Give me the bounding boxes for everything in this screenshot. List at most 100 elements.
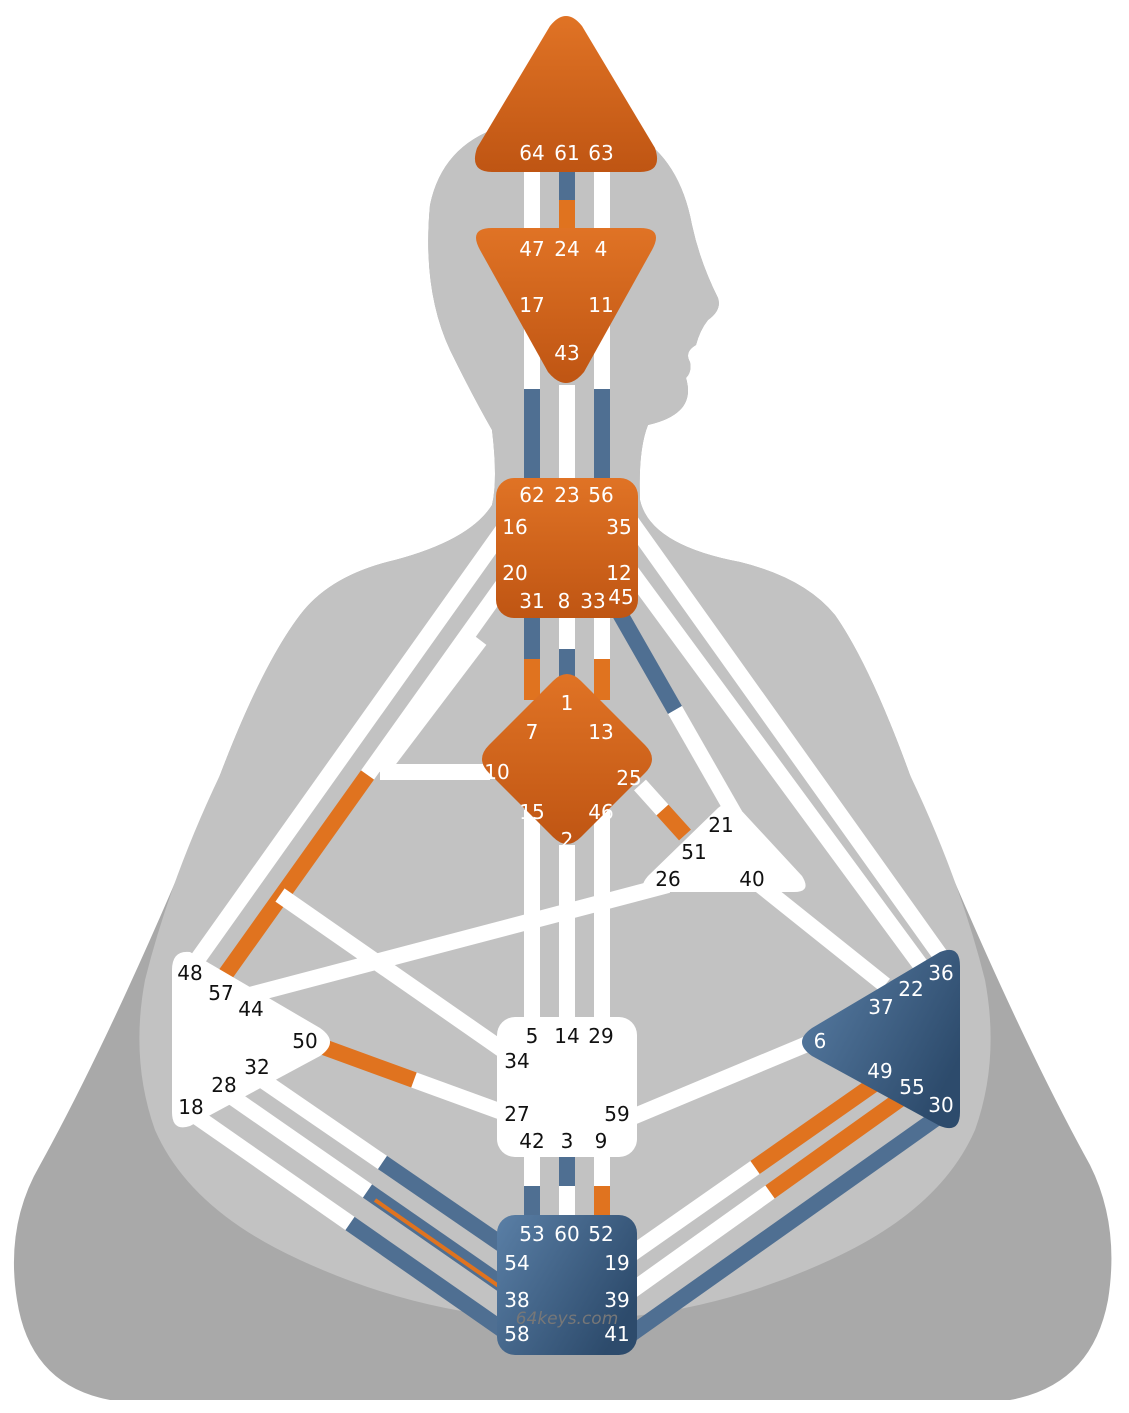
- sacral-center[interactable]: [497, 1017, 637, 1157]
- channel-49-19[interactable]: [625, 1073, 885, 1262]
- channel-12-22[interactable]: [623, 565, 937, 983]
- channel-55-39[interactable]: [625, 1085, 915, 1299]
- throat-gate-45[interactable]: 45: [608, 585, 633, 609]
- g-center[interactable]: [482, 674, 652, 844]
- channel-10-20-segment: [373, 635, 487, 777]
- solar-plexus-gate-6[interactable]: 6: [814, 1029, 827, 1053]
- ajna-gate-47[interactable]: 47: [519, 237, 544, 261]
- channel-30-41[interactable]: [625, 1105, 950, 1342]
- root-gate-38[interactable]: 38: [504, 1288, 529, 1312]
- spleen-gate-50[interactable]: 50: [292, 1029, 317, 1053]
- spleen-gate-48[interactable]: 48: [177, 961, 202, 985]
- throat-gate-16[interactable]: 16: [502, 515, 527, 539]
- spleen-gate-44[interactable]: 44: [238, 997, 263, 1021]
- channel-6-59[interactable]: [626, 1034, 816, 1126]
- ajna-gate-43[interactable]: 43: [554, 341, 579, 365]
- throat-gate-33[interactable]: 33: [580, 589, 605, 613]
- channel-28-38[interactable]: [220, 1085, 515, 1297]
- channel-32-54[interactable]: [250, 1068, 515, 1257]
- channel-35-36[interactable]: [623, 515, 952, 967]
- solar-plexus-center[interactable]: [802, 949, 960, 1129]
- spleen-gate-57[interactable]: 57: [208, 981, 233, 1005]
- g-gate-2[interactable]: 2: [561, 828, 574, 852]
- root-gate-39[interactable]: 39: [604, 1288, 629, 1312]
- channel-16-48[interactable]: [183, 515, 517, 975]
- channel-10-20[interactable]: [373, 635, 487, 777]
- sacral-gate-3[interactable]: 3: [561, 1129, 574, 1153]
- root-gate-52[interactable]: 52: [588, 1222, 613, 1246]
- channel-20-57[interactable]: [218, 570, 517, 980]
- spleen-center[interactable]: [172, 951, 330, 1128]
- ajna-gate-4[interactable]: 4: [595, 237, 608, 261]
- throat-gate-12[interactable]: 12: [606, 561, 631, 585]
- channel-26-44-segment: [247, 877, 671, 1003]
- throat-gate-20[interactable]: 20: [502, 561, 527, 585]
- root-gate-54[interactable]: 54: [504, 1251, 529, 1275]
- channel-50-27[interactable]: [315, 1037, 513, 1123]
- ajna-gate-17[interactable]: 17: [519, 293, 544, 317]
- heart-gate-51[interactable]: 51: [681, 840, 706, 864]
- solar-plexus-gate-37[interactable]: 37: [868, 995, 893, 1019]
- head-gate-61[interactable]: 61: [554, 141, 579, 165]
- solar-plexus-gate-30[interactable]: 30: [928, 1093, 953, 1117]
- throat-gate-8[interactable]: 8: [558, 589, 571, 613]
- root-gate-41[interactable]: 41: [604, 1322, 629, 1346]
- solar-plexus-gate-55[interactable]: 55: [899, 1075, 924, 1099]
- head-center[interactable]: [474, 16, 658, 172]
- solar-plexus-gate-49[interactable]: 49: [867, 1059, 892, 1083]
- heart-gate-26[interactable]: 26: [655, 867, 680, 891]
- root-gate-19[interactable]: 19: [604, 1251, 629, 1275]
- channel-45-21[interactable]: [608, 601, 742, 819]
- throat-center[interactable]: [496, 478, 638, 618]
- channel-40-37[interactable]: [755, 878, 890, 992]
- sacral-gate-5[interactable]: 5: [526, 1024, 539, 1048]
- solar-plexus-gate-36[interactable]: 36: [928, 961, 953, 985]
- root-gate-53[interactable]: 53: [519, 1222, 544, 1246]
- g-gate-15[interactable]: 15: [519, 800, 544, 824]
- channel-10-34[interactable]: [275, 888, 515, 1062]
- channel-50-27-segment: [315, 1037, 417, 1088]
- channel-18-58-segment: [185, 1105, 355, 1231]
- channel-20-57-segment: [218, 770, 375, 980]
- ajna-center[interactable]: [476, 228, 656, 383]
- g-gate-7[interactable]: 7: [526, 720, 539, 744]
- channel-25-51[interactable]: [634, 779, 691, 841]
- throat-gate-56[interactable]: 56: [588, 483, 613, 507]
- channel-18-58[interactable]: [185, 1105, 515, 1342]
- head-gate-64[interactable]: 64: [519, 141, 544, 165]
- root-center[interactable]: [497, 1215, 637, 1355]
- g-gate-13[interactable]: 13: [588, 720, 613, 744]
- sacral-gate-27[interactable]: 27: [504, 1102, 529, 1126]
- channel-26-44[interactable]: [247, 877, 671, 1003]
- spleen-gate-28[interactable]: 28: [211, 1073, 236, 1097]
- throat-gate-62[interactable]: 62: [519, 483, 544, 507]
- root-gate-58[interactable]: 58: [504, 1322, 529, 1346]
- heart-center[interactable]: [642, 803, 806, 892]
- throat-gate-35[interactable]: 35: [606, 515, 631, 539]
- spleen-gate-32[interactable]: 32: [244, 1055, 269, 1079]
- g-gate-1[interactable]: 1: [561, 691, 574, 715]
- sacral-gate-14[interactable]: 14: [554, 1024, 579, 1048]
- spleen-gate-18[interactable]: 18: [178, 1095, 203, 1119]
- sacral-gate-34[interactable]: 34: [504, 1049, 529, 1073]
- sacral-gate-9[interactable]: 9: [595, 1129, 608, 1153]
- sacral-gate-42[interactable]: 42: [519, 1129, 544, 1153]
- head-gate-63[interactable]: 63: [588, 141, 613, 165]
- g-gate-10[interactable]: 10: [484, 760, 509, 784]
- throat-gate-31[interactable]: 31: [519, 589, 544, 613]
- heart-gate-21[interactable]: 21: [708, 813, 733, 837]
- g-gate-25[interactable]: 25: [616, 766, 641, 790]
- g-gate-46[interactable]: 46: [588, 800, 613, 824]
- ajna-gate-11[interactable]: 11: [588, 293, 613, 317]
- channel-45-21-segment: [608, 601, 682, 714]
- channel-55-39-segment: [625, 1185, 775, 1299]
- root-gate-60[interactable]: 60: [554, 1222, 579, 1246]
- throat-gate-23[interactable]: 23: [554, 483, 579, 507]
- heart-gate-40[interactable]: 40: [739, 867, 764, 891]
- sacral-gate-59[interactable]: 59: [604, 1102, 629, 1126]
- ajna-gate-24[interactable]: 24: [554, 237, 579, 261]
- channel-50-27-segment: [411, 1072, 513, 1123]
- sacral-gate-29[interactable]: 29: [588, 1024, 613, 1048]
- solar-plexus-gate-22[interactable]: 22: [898, 977, 923, 1001]
